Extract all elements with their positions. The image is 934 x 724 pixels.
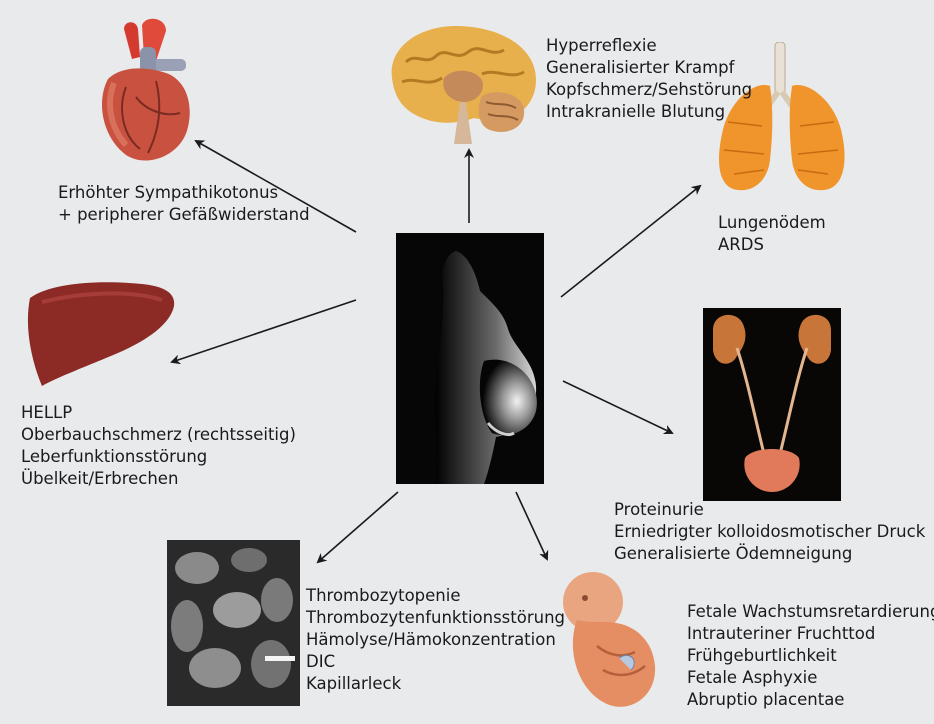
fetus-effect-3: Frühgeburtlichkeit xyxy=(687,645,934,667)
fetus-effect-1: Fetale Wachstumsretardierung xyxy=(687,601,934,623)
liver-effects-label: HELLP Oberbauchschmerz (rechtsseitig) Le… xyxy=(21,402,296,490)
fetus-effect-4: Fetale Asphyxie xyxy=(687,667,934,689)
lungs-effect-1: Lungenödem xyxy=(718,212,826,234)
blood-effect-5: Kapillarleck xyxy=(306,673,565,695)
heart-icon xyxy=(96,17,196,167)
kidneys-effect-2: Erniedrigter kolloidosmotischer Druck xyxy=(614,521,925,543)
heart-effects-label: Erhöhter Sympathikotonus + peripherer Ge… xyxy=(58,182,310,226)
lungs-effects-label: Lungenödem ARDS xyxy=(718,212,826,256)
kidneys-effect-3: Generalisierte Ödemneigung xyxy=(614,543,925,565)
lungs-effect-2: ARDS xyxy=(718,234,826,256)
blood-effect-1: Thrombozytopenie xyxy=(306,585,565,607)
liver-icon xyxy=(22,278,178,390)
heart-effect-2: + peripherer Gefäßwiderstand xyxy=(58,204,310,226)
blood-effect-3: Hämolyse/Hämokonzentration xyxy=(306,629,565,651)
liver-effect-1: HELLP xyxy=(21,402,296,424)
arrow-to-kidneys xyxy=(563,381,672,433)
kidneys-icon xyxy=(703,308,841,501)
fetus-effect-5: Abruptio placentae xyxy=(687,689,934,711)
blood-effect-2: Thrombozytenfunktionsstörung xyxy=(306,607,565,629)
blood-cells-icon xyxy=(167,540,300,706)
liver-effect-3: Leberfunktionsstörung xyxy=(21,446,296,468)
arrow-to-blood xyxy=(318,492,398,562)
fetus-effect-2: Intrauteriner Fruchttod xyxy=(687,623,934,645)
pregnant-woman-photo xyxy=(396,233,544,484)
brain-effect-3: Kopfschmerz/Sehstörung xyxy=(546,79,752,101)
arrow-to-lungs xyxy=(561,186,700,297)
brain-effect-2: Generalisierter Krampf xyxy=(546,57,752,79)
brain-effect-4: Intrakranielle Blutung xyxy=(546,101,752,123)
brain-icon xyxy=(386,22,540,144)
blood-effect-4: DIC xyxy=(306,651,565,673)
fetus-icon xyxy=(557,566,665,712)
liver-effect-4: Übelkeit/Erbrechen xyxy=(21,468,296,490)
brain-effects-label: Hyperreflexie Generalisierter Krampf Kop… xyxy=(546,35,752,123)
liver-effect-2: Oberbauchschmerz (rechtsseitig) xyxy=(21,424,296,446)
arrow-to-liver xyxy=(172,300,356,362)
kidneys-effects-label: Proteinurie Erniedrigter kolloidosmotisc… xyxy=(614,499,925,565)
arrow-to-fetus xyxy=(516,492,547,559)
brain-effect-1: Hyperreflexie xyxy=(546,35,752,57)
fetus-effects-label: Fetale Wachstumsretardierung Intrauterin… xyxy=(687,601,934,711)
heart-effect-1: Erhöhter Sympathikotonus xyxy=(58,182,310,204)
blood-effects-label: Thrombozytopenie Thrombozytenfunktionsst… xyxy=(306,585,565,695)
kidneys-effect-1: Proteinurie xyxy=(614,499,925,521)
